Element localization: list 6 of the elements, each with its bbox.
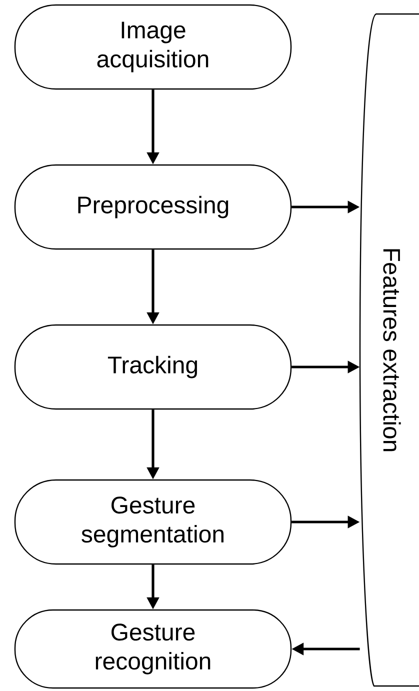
process-box: Image acquisition	[14, 4, 292, 90]
process-box: Gesture recognition	[14, 609, 292, 689]
process-box: Gesture segmentation	[14, 479, 292, 565]
side-box: Features extraction	[359, 13, 419, 687]
process-box: Preprocessing	[14, 164, 292, 250]
process-box: Tracking	[14, 324, 292, 410]
